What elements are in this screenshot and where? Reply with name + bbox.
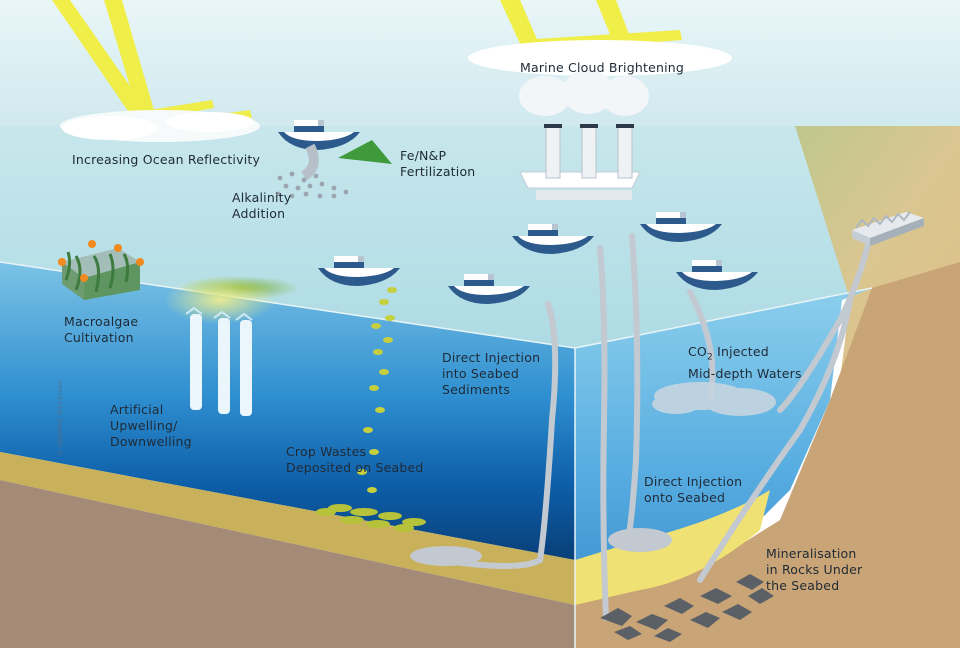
label-line: Sediments <box>442 382 511 397</box>
label-alkalinity: Alkalinity Addition <box>232 190 291 222</box>
co2-pool-seabed <box>608 528 672 552</box>
seabed-sand <box>0 452 575 605</box>
label-line: Deposited on Seabed <box>286 460 424 475</box>
label-line: Crop Wastes <box>286 444 367 459</box>
sediment <box>0 480 575 648</box>
label-crop-wastes: Crop Wastes Deposited on Seabed <box>286 444 424 476</box>
alkalinity-chute <box>301 143 319 181</box>
label-line: Fertilization <box>400 164 476 179</box>
label-line: Fe/N&P <box>400 148 447 163</box>
label-line: CO2 Injected <box>688 344 802 366</box>
cloud <box>468 40 732 116</box>
co2-midwater-cloud <box>652 382 776 416</box>
spray-ship <box>519 124 641 200</box>
label-line: Downwelling <box>110 434 192 449</box>
land-cliff <box>575 262 960 648</box>
label-line: Cultivation <box>64 330 134 345</box>
image-credit: © GEOMAR, Rita Erven <box>56 380 64 456</box>
section-edge <box>574 287 873 349</box>
factory <box>852 211 924 246</box>
co2-suffix: Injected <box>712 344 769 359</box>
label-line: Artificial <box>110 402 164 417</box>
label-line: Direct Injection <box>644 474 743 489</box>
label-line: onto Seabed <box>644 490 726 505</box>
label-line: Direct Injection <box>442 350 541 365</box>
label-line: Mineralisation <box>766 546 857 561</box>
label-line: Alkalinity <box>232 190 292 205</box>
label-mineralisation: Mineralisation in Rocks Under the Seabed <box>766 546 862 594</box>
mineralisation-rocks <box>600 574 774 642</box>
co2-subscript: 2 <box>706 352 713 363</box>
crop-waste-pile <box>316 504 426 532</box>
label-injection-seabed: Direct Injection onto Seabed <box>644 474 742 506</box>
label-line: into Seabed <box>442 366 519 381</box>
label-injection-sediments: Direct Injection into Seabed Sediments <box>442 350 540 398</box>
macroalgae-farm <box>58 240 144 300</box>
fertilizer-plume <box>338 140 392 164</box>
label-cloud-brightening: Marine Cloud Brightening <box>520 60 685 75</box>
label-ocean-reflectivity: Increasing Ocean Reflectivity <box>72 152 261 167</box>
label-line: the Seabed <box>766 578 840 593</box>
water-left <box>0 262 575 560</box>
co2-deposit-sediment <box>410 546 482 566</box>
upwelling-glow <box>164 276 276 324</box>
seabed-band-right <box>575 490 770 605</box>
label-upwelling: Artificial Upwelling/ Downwelling <box>110 402 192 450</box>
label-macroalgae: Macroalgae Cultivation <box>64 314 138 346</box>
label-co2-injected: CO2 Injected Mid-depth Waters <box>688 344 802 382</box>
label-line: Upwelling/ <box>110 418 178 433</box>
alkalinity-particles <box>275 171 349 199</box>
label-line: Addition <box>232 206 286 221</box>
water-right <box>575 288 872 600</box>
crop-waste-bales <box>357 287 397 493</box>
label-line: Macroalgae <box>64 314 139 329</box>
co2-prefix: CO <box>688 344 707 359</box>
label-fertilization: Fe/N&P Fertilization <box>400 148 475 180</box>
upwelling-pipes <box>185 306 253 416</box>
label-line: Mid-depth Waters <box>688 365 802 381</box>
reflective-foam <box>60 110 260 142</box>
label-line: in Rocks Under <box>766 562 863 577</box>
